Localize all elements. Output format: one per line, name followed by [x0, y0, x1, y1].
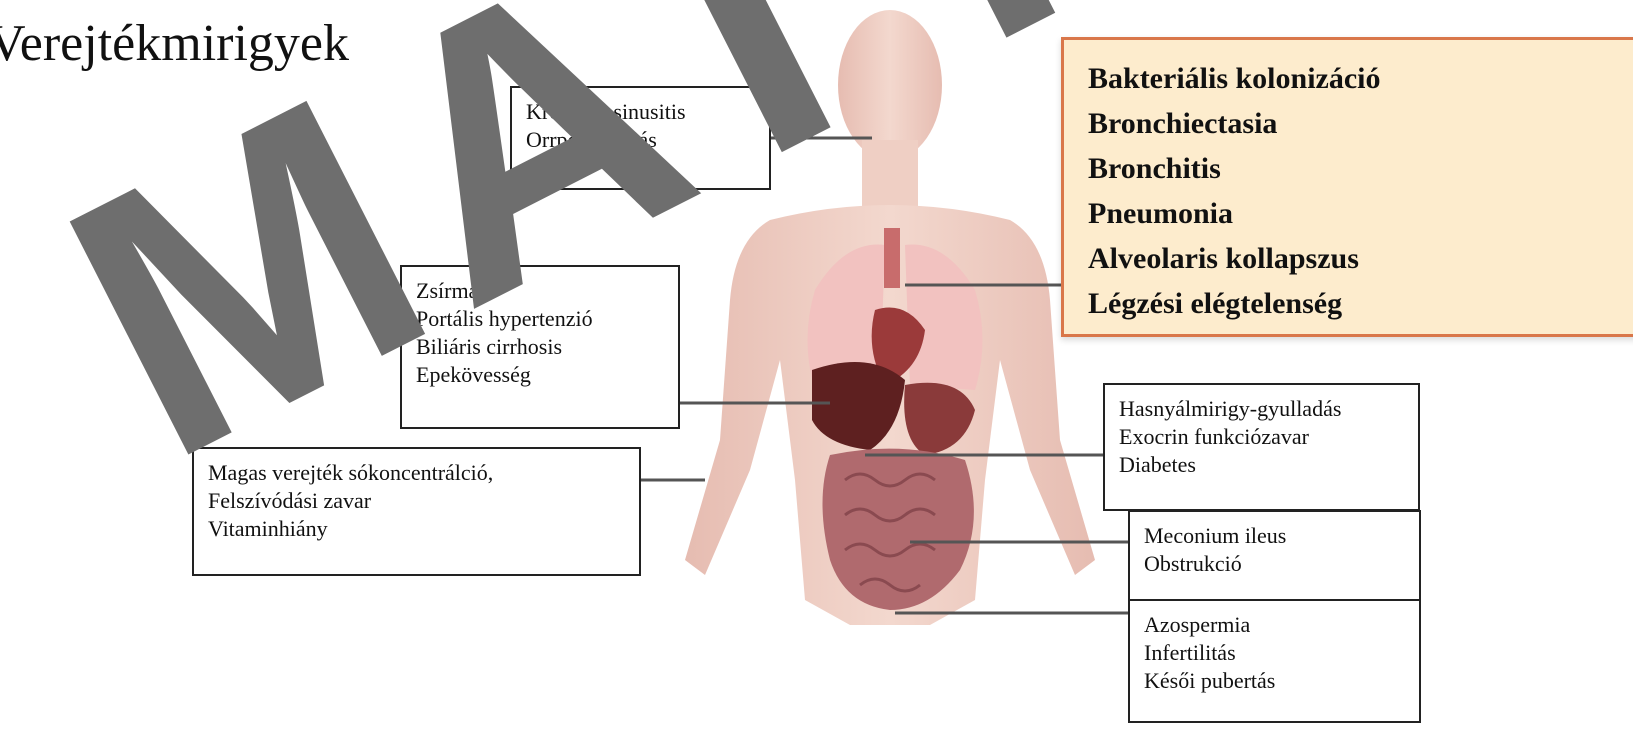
intestine-box: Meconium ileus Obstrukció: [1128, 510, 1421, 601]
respiratory-line: Bronchitis: [1088, 146, 1633, 191]
reproductive-line: Késői pubertás: [1144, 667, 1407, 695]
sinus-box: Krónikus sinusitis Orrpolypositás: [510, 86, 771, 190]
respiratory-line: Légzési elégtelenség: [1088, 281, 1633, 326]
respiratory-box: Bakteriális kolonizáció Bronchiectasia B…: [1061, 37, 1633, 337]
respiratory-line: Bronchiectasia: [1088, 101, 1633, 146]
liver-line: Biliáris cirrhosis: [416, 333, 666, 361]
pancreas-line: Hasnyálmirigy-gyulladás: [1119, 395, 1406, 423]
sweat-box: Magas verejték sókoncentrálció, Felszívó…: [192, 447, 641, 576]
trachea: [884, 228, 900, 288]
intestine-line: Meconium ileus: [1144, 522, 1407, 550]
intestine-line: Obstrukció: [1144, 550, 1407, 578]
reproductive-line: Azospermia: [1144, 611, 1407, 639]
respiratory-line: Alveolaris kollapszus: [1088, 236, 1633, 281]
reproductive-line: Infertilitás: [1144, 639, 1407, 667]
sweat-line: Magas verejték sókoncentrálció,: [208, 459, 627, 487]
sweat-line: Vitaminhiány: [208, 515, 627, 543]
reproductive-box: Azospermia Infertilitás Késői pubertás: [1128, 599, 1421, 723]
sinus-line: Orrpolypositás: [526, 126, 757, 154]
respiratory-line: Bakteriális kolonizáció: [1088, 56, 1633, 101]
pancreas-line: Exocrin funkciózavar: [1119, 423, 1406, 451]
sweat-line: Felszívódási zavar: [208, 487, 627, 515]
pancreas-box: Hasnyálmirigy-gyulladás Exocrin funkcióz…: [1103, 383, 1420, 511]
liver-line: Zsírmáj: [416, 277, 666, 305]
respiratory-line: Pneumonia: [1088, 191, 1633, 236]
pancreas-line: Diabetes: [1119, 451, 1406, 479]
sinus-line: Krónikus sinusitis: [526, 98, 757, 126]
liver-line: Portális hypertenzió: [416, 305, 666, 333]
liver-line: Epekövesség: [416, 361, 666, 389]
liver-box: Zsírmáj Portális hypertenzió Biliáris ci…: [400, 265, 680, 429]
